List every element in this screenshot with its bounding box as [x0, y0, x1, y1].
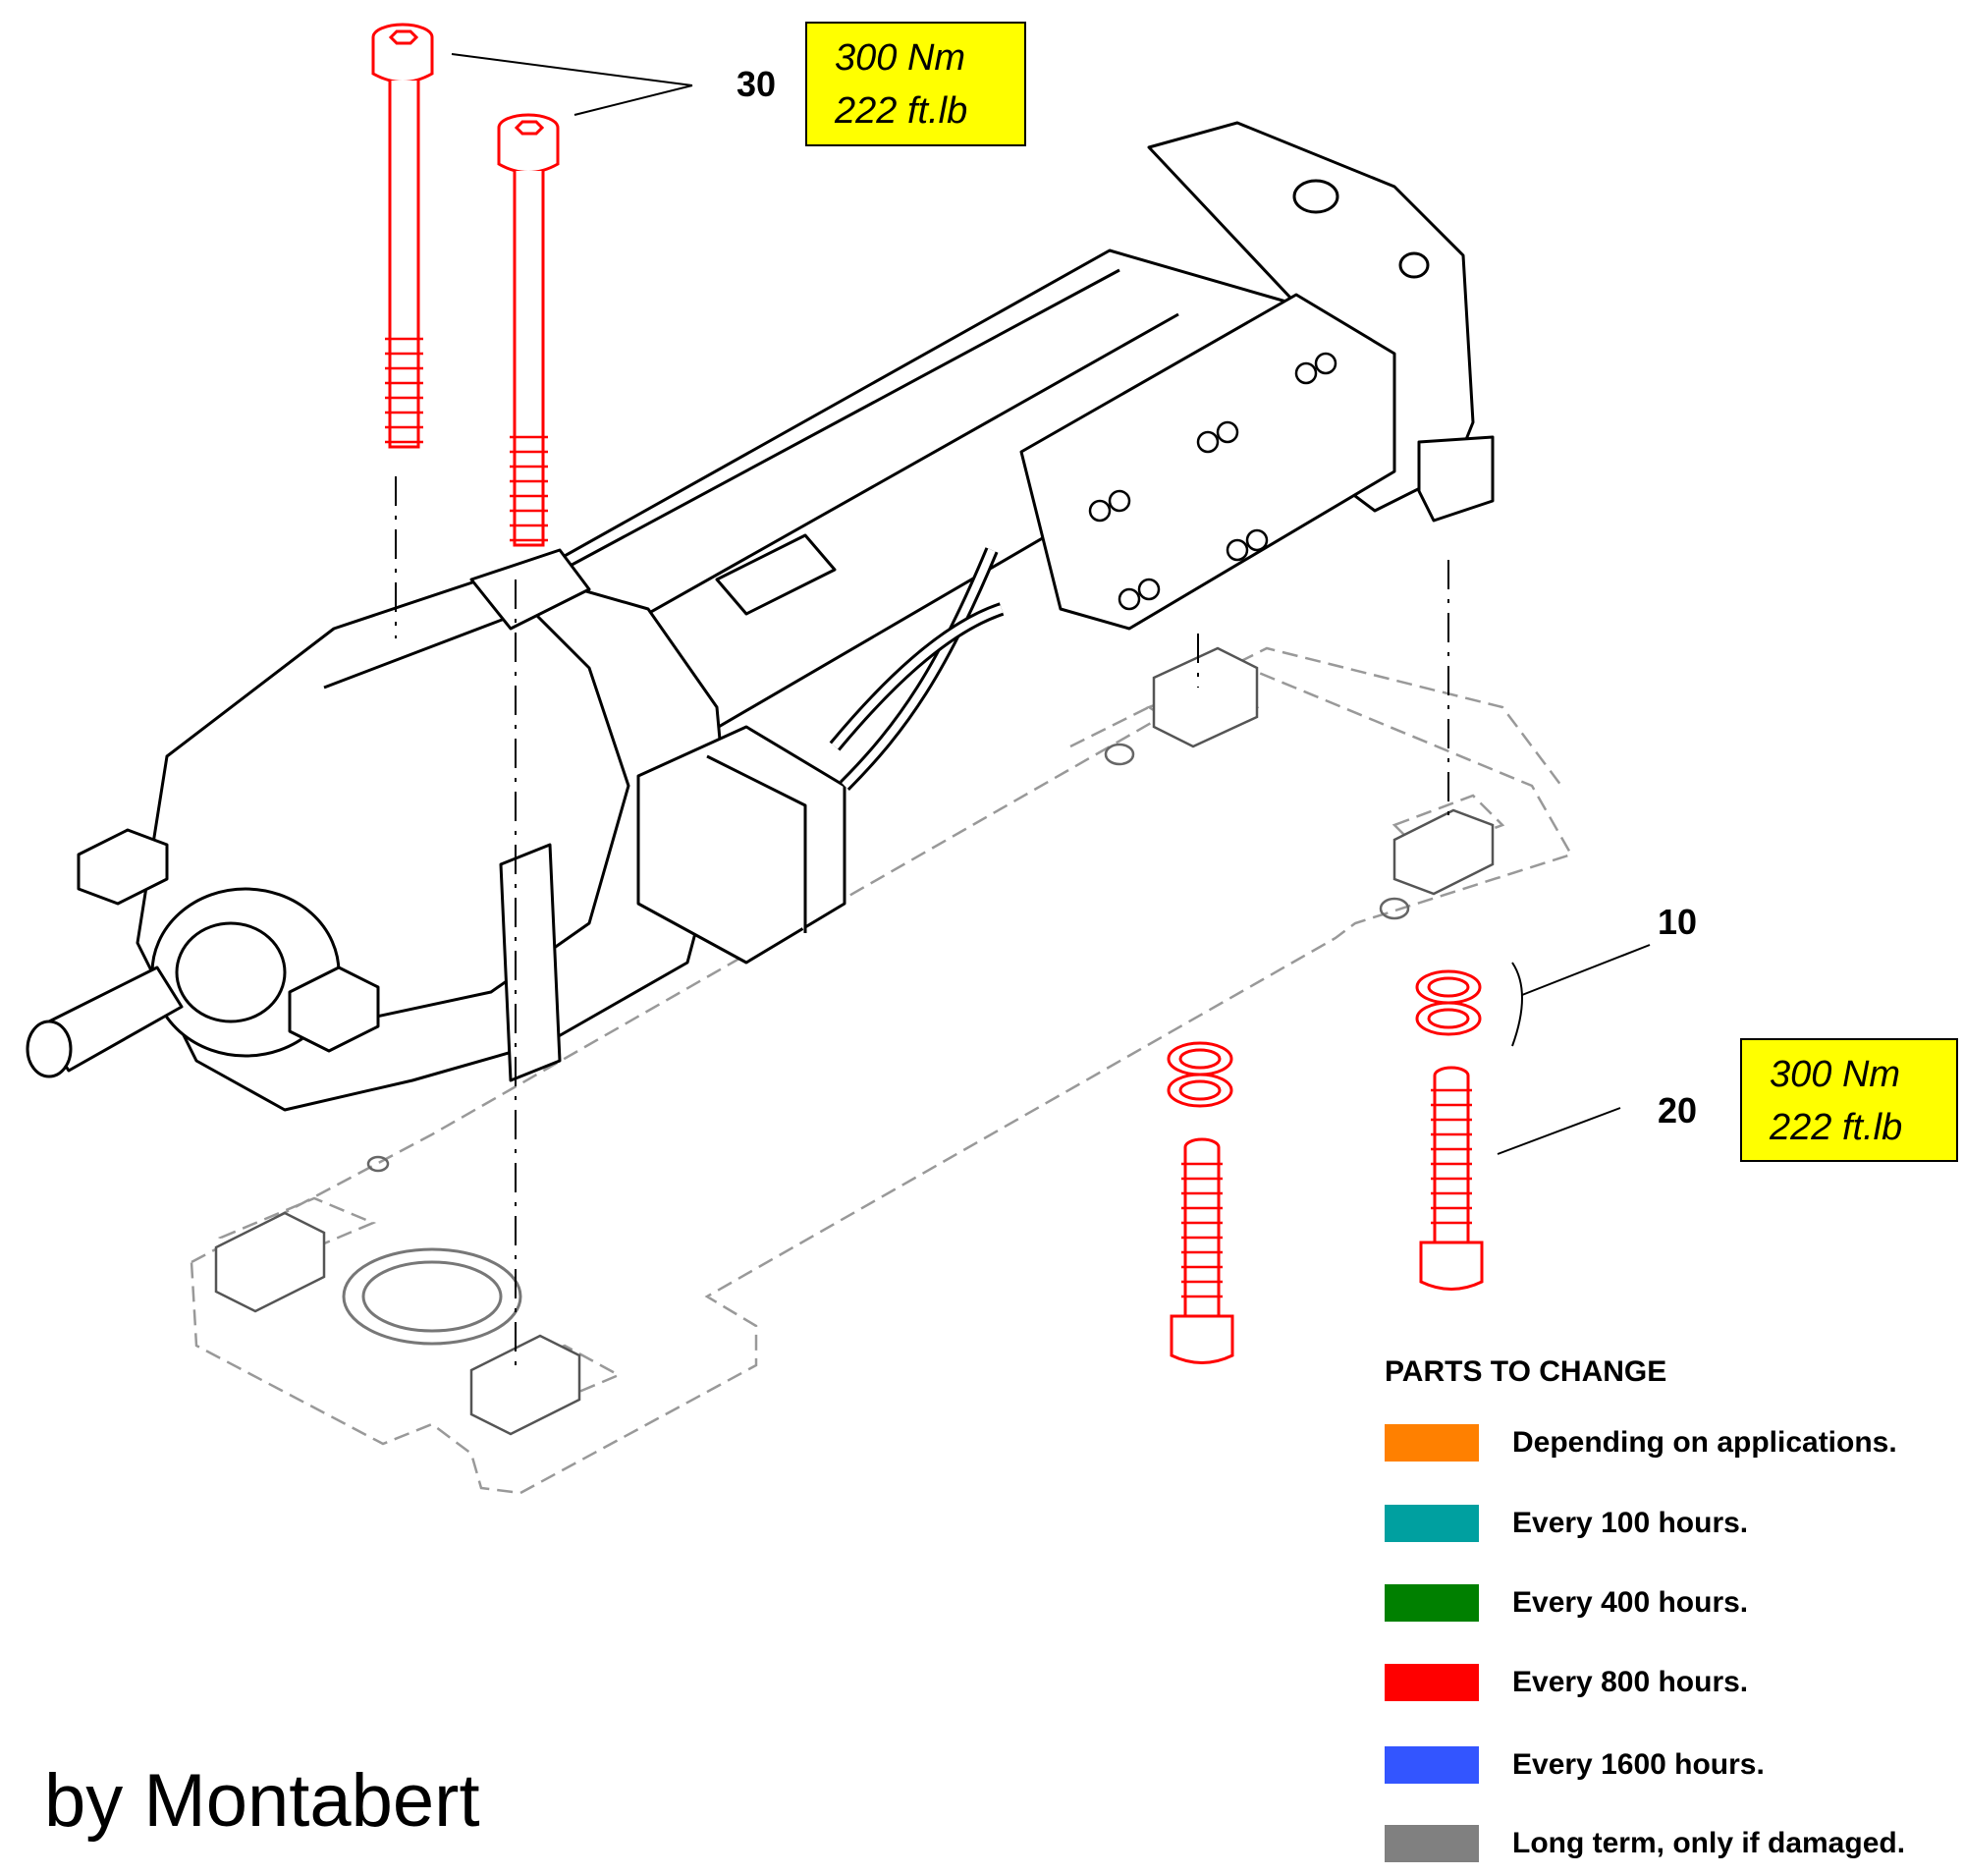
legend-swatch-green: [1385, 1584, 1479, 1622]
drifter-body: [26, 121, 1495, 1112]
torque-ftlb: 222 ft.lb: [1770, 1107, 1903, 1148]
legend-label: Every 100 hours.: [1512, 1507, 1749, 1539]
legend-swatch-teal: [1385, 1505, 1479, 1542]
legend-swatch-gray: [1385, 1825, 1479, 1862]
torque-spec-right: 300 Nm 222 ft.lb: [1740, 1038, 1958, 1162]
washer-pair-left: [1167, 1041, 1233, 1108]
long-bolts-item-30: [371, 23, 560, 547]
long-bolt-left: [371, 23, 434, 449]
callout-item-30: 30: [736, 64, 777, 104]
long-bolt-right: [497, 113, 560, 547]
credit-text: by Montabert: [44, 1759, 480, 1843]
torque-ftlb: 222 ft.lb: [835, 90, 968, 132]
legend-item: Every 1600 hours.: [1385, 1744, 1954, 1788]
legend-label: Every 400 hours.: [1512, 1586, 1749, 1619]
legend-title: PARTS TO CHANGE: [1385, 1355, 1667, 1388]
legend-item: Every 800 hours.: [1385, 1662, 1954, 1705]
legend-label: Long term, only if damaged.: [1512, 1827, 1906, 1859]
legend-swatch-red: [1385, 1664, 1479, 1701]
legend-item: Every 400 hours.: [1385, 1582, 1954, 1626]
legend-label: Every 1600 hours.: [1512, 1748, 1765, 1781]
callout-item-20: 20: [1658, 1090, 1698, 1131]
support-blocks: [214, 646, 1495, 1436]
callout-item-10: 10: [1658, 902, 1698, 942]
torque-nm: 300 Nm: [835, 37, 966, 79]
leader-lines: [451, 53, 1651, 1155]
torque-spec-top: 300 Nm 222 ft.lb: [805, 22, 1026, 146]
seal-ring: [342, 1247, 522, 1346]
legend-item: Depending on applications.: [1385, 1422, 1954, 1465]
legend-item: Every 100 hours.: [1385, 1503, 1954, 1546]
legend-label: Depending on applications.: [1512, 1426, 1897, 1459]
torque-nm: 300 Nm: [1770, 1054, 1901, 1095]
legend-label: Every 800 hours.: [1512, 1666, 1749, 1698]
bolts-item-20: [1170, 1066, 1484, 1364]
washers-item-10: [1167, 969, 1482, 1108]
washer-pair-right: [1415, 969, 1482, 1036]
legend-swatch-orange: [1385, 1424, 1479, 1462]
short-bolt-right: [1419, 1066, 1484, 1291]
legend-swatch-blue: [1385, 1746, 1479, 1784]
short-bolt-left: [1170, 1137, 1234, 1364]
legend-item: Long term, only if damaged.: [1385, 1823, 1954, 1866]
center-lines: [395, 476, 1449, 1375]
